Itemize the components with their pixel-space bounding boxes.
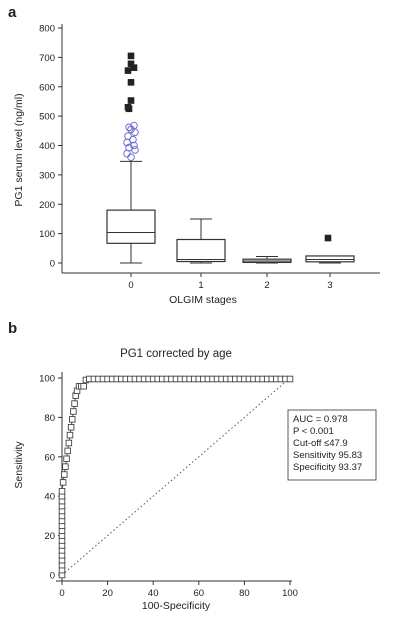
roc-y-axis-title: Sensitivity — [13, 441, 25, 489]
roc-point — [67, 424, 75, 431]
boxplot-y-tick-label: 700 — [39, 53, 55, 64]
roc-point — [64, 447, 71, 455]
panel-b-label: b — [8, 320, 17, 337]
boxplot-x-axis-title: OLGIM stages — [169, 294, 237, 306]
outlier-circle — [123, 149, 131, 158]
outlier-square — [124, 67, 132, 74]
roc-y-tick-label: 80 — [44, 413, 55, 424]
boxplot-y-tick-label: 800 — [39, 24, 55, 35]
box-stage-1 — [176, 218, 226, 264]
boxplot-y-tick-label: 400 — [39, 141, 55, 152]
roc-point — [66, 431, 74, 439]
boxplot-axes — [61, 24, 380, 274]
outlier-circle — [130, 121, 138, 130]
boxplot-ticks: 0 100 200 300 400 500 600 700 800 0 1 2 3 — [39, 24, 333, 292]
boxplot-y-tick-label: 0 — [50, 259, 55, 270]
box-iqr — [176, 238, 226, 263]
outlier-circle — [125, 123, 133, 132]
roc-x-tick-label: 80 — [239, 588, 250, 599]
box-stage-2 — [242, 256, 292, 264]
roc-stats-box: AUC = 0.978 P < 0.001 Cut-off ≤47.9 Sens… — [287, 409, 377, 481]
boxplot-y-tick-label: 200 — [39, 200, 55, 211]
stats-sensitivity: Sensitivity 95.83 — [293, 450, 362, 461]
outlier-square — [130, 64, 138, 71]
box-stage-0 — [106, 52, 156, 264]
boxplot-x-tick-label: 2 — [264, 280, 269, 291]
roc-x-tick-label: 60 — [194, 588, 205, 599]
roc-series — [58, 375, 294, 579]
outlier-circle — [125, 143, 133, 152]
roc-reference-diagonal — [61, 377, 291, 576]
roc-point — [71, 400, 78, 407]
roc-x-tick-label: 20 — [102, 588, 113, 599]
roc-point — [62, 463, 69, 470]
outlier-square — [124, 104, 132, 111]
outlier-circle — [130, 141, 138, 150]
outlier-circle — [124, 132, 132, 140]
outlier-circle — [127, 153, 135, 162]
boxplot-y-tick-label: 500 — [39, 112, 55, 123]
box-iqr — [106, 209, 156, 244]
roc-y-tick-label: 0 — [50, 571, 55, 582]
roc-axes — [56, 372, 292, 582]
roc-point — [80, 383, 87, 390]
roc-chart-title: PG1 corrected by age — [120, 348, 232, 360]
roc-point — [69, 416, 76, 423]
boxplot-x-tick-label: 0 — [128, 280, 133, 291]
panel-a-label: a — [8, 4, 17, 21]
boxplot-y-tick-label: 600 — [39, 82, 55, 93]
roc-point — [58, 488, 66, 495]
outlier-square — [127, 60, 135, 68]
stats-cutoff: Cut-off ≤47.9 — [293, 438, 348, 449]
stats-specificity: Specificity 93.37 — [293, 462, 362, 473]
outlier-circle — [129, 135, 137, 144]
roc-point — [61, 471, 68, 478]
roc-y-tick-label: 100 — [39, 374, 55, 385]
roc-x-tick-label: 100 — [282, 588, 298, 599]
box-iqr — [305, 255, 355, 263]
roc-chart: PG1 corrected by age 0 20 40 60 80 100 0 20 40 60… — [13, 348, 377, 612]
roc-point — [59, 479, 67, 486]
roc-x-tick-label: 0 — [59, 588, 64, 599]
roc-point — [286, 375, 294, 383]
roc-x-tick-label: 40 — [148, 588, 159, 599]
outlier-square — [127, 52, 135, 60]
boxplot-x-tick-label: 3 — [327, 280, 332, 291]
roc-point — [70, 408, 77, 415]
roc-point — [63, 455, 70, 463]
stats-auc: AUC = 0.978 — [293, 414, 348, 425]
box-stage-3 — [305, 234, 355, 264]
outlier-square — [324, 234, 332, 242]
boxplot-y-axis-title: PG1 serum level (ng/ml) — [13, 93, 25, 206]
stats-box-frame — [287, 409, 377, 481]
boxplot-y-tick-label: 300 — [39, 170, 55, 181]
roc-ticks: 0 20 40 60 80 100 0 20 40 60 80 100 — [39, 374, 298, 600]
roc-point — [65, 439, 73, 447]
outlier-square — [127, 97, 135, 104]
roc-y-tick-label: 40 — [44, 492, 55, 503]
roc-y-tick-label: 60 — [44, 452, 55, 463]
boxplot-boxes — [106, 52, 355, 264]
boxplot-chart: 0 100 200 300 400 500 600 700 800 0 1 2 3 PG1 serum … — [13, 24, 380, 306]
roc-x-axis-title: 100-Specificity — [142, 600, 211, 612]
outlier-square — [127, 79, 135, 86]
boxplot-x-tick-label: 1 — [198, 280, 203, 291]
boxplot-y-tick-label: 100 — [39, 229, 55, 240]
stats-p-value: P < 0.001 — [293, 426, 334, 437]
roc-y-tick-label: 20 — [44, 531, 55, 542]
